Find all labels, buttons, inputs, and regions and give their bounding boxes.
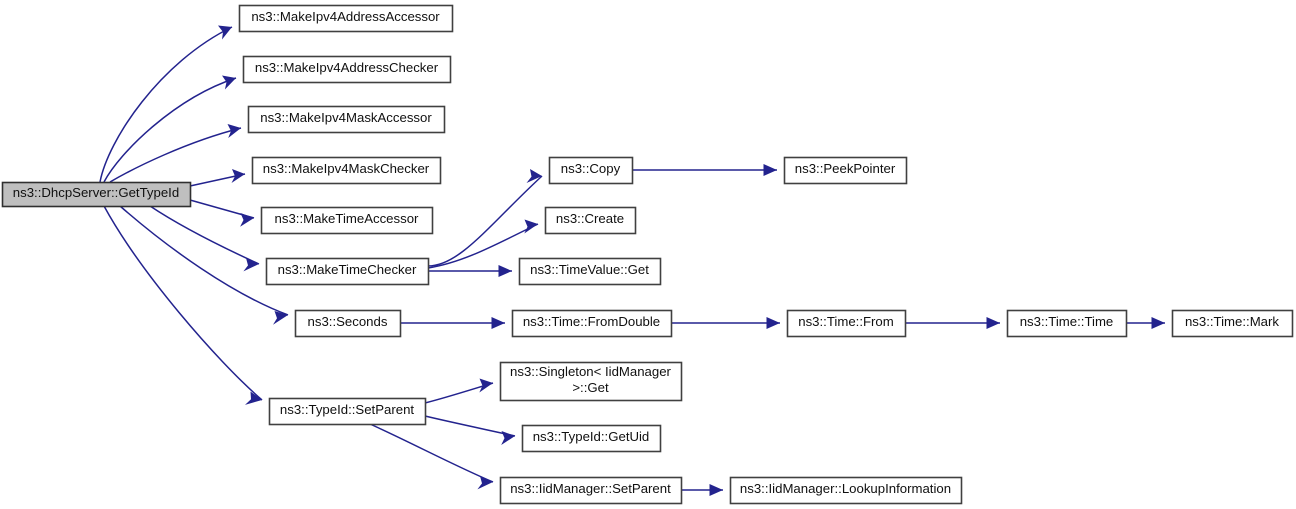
- node-create[interactable]: ns3::Create: [544, 206, 637, 235]
- node-label-iidmanager_setparent: ns3::IidManager::SetParent: [510, 481, 671, 496]
- node-singleton_iidmanager_get[interactable]: ns3::Singleton< IidManager>::Get: [499, 361, 683, 402]
- node-box-seconds[interactable]: [294, 309, 402, 338]
- node-time_mark[interactable]: ns3::Time::Mark: [1171, 309, 1294, 338]
- arrowhead-copy-to-peekpointer: [763, 164, 777, 176]
- node-label-peekpointer: ns3::PeekPointer: [795, 161, 896, 176]
- edge-root-to-mk_ipv4mask_accessor: [109, 127, 242, 183]
- node-label-typeid_setparent: ns3::TypeId::SetParent: [280, 402, 414, 417]
- node-box-root[interactable]: [1, 181, 192, 208]
- node-label-time_fromdouble: ns3::Time::FromDouble: [523, 314, 660, 329]
- node-label-seconds: ns3::Seconds: [308, 314, 388, 329]
- edge-mk_time_checker-to-create: [427, 223, 539, 269]
- node-label-copy: ns3::Copy: [561, 161, 621, 176]
- node-time_time[interactable]: ns3::Time::Time: [1006, 309, 1128, 338]
- node-label-mk_ipv4addr_checker: ns3::MakeIpv4AddressChecker: [255, 60, 439, 75]
- node-box-time_time[interactable]: [1006, 309, 1128, 338]
- arrowhead-iidmanager_setparent-to-iidmanager_lookupinformation: [709, 484, 723, 496]
- node-label-mk_ipv4mask_checker: ns3::MakeIpv4MaskChecker: [263, 161, 430, 176]
- node-label-root: ns3::DhcpServer::GetTypeId: [13, 185, 179, 200]
- node-box-create[interactable]: [544, 206, 637, 235]
- arrowhead-typeid_setparent-to-typeid_getuid: [501, 431, 515, 445]
- node-mk_time_accessor[interactable]: ns3::MakeTimeAccessor: [260, 206, 434, 235]
- node-box-iidmanager_setparent[interactable]: [499, 476, 683, 505]
- arrowhead-seconds-to-time_fromdouble: [491, 317, 505, 329]
- node-mk_ipv4mask_accessor[interactable]: ns3::MakeIpv4MaskAccessor: [247, 105, 446, 134]
- edge-typeid_setparent-to-typeid_getuid: [424, 415, 516, 437]
- node-copy[interactable]: ns3::Copy: [548, 156, 634, 185]
- arrowhead-root-to-mk_ipv4addr_checker: [222, 75, 236, 90]
- node-seconds[interactable]: ns3::Seconds: [294, 309, 402, 338]
- node-box-typeid_setparent[interactable]: [268, 397, 427, 426]
- arrowhead-root-to-mk_time_accessor: [240, 213, 254, 227]
- edge-mk_time_checker-to-copy: [427, 175, 543, 267]
- edge-root-to-mk_ipv4addr_checker: [103, 77, 237, 183]
- node-time_from[interactable]: ns3::Time::From: [786, 309, 907, 338]
- node-label-time_from: ns3::Time::From: [798, 314, 894, 329]
- node-box-timevalue_get[interactable]: [518, 257, 662, 286]
- node-box-mk_ipv4mask_checker[interactable]: [251, 156, 442, 185]
- node-box-typeid_getuid[interactable]: [521, 424, 662, 453]
- node-box-time_fromdouble[interactable]: [511, 309, 673, 338]
- node-mk_ipv4addr_accessor[interactable]: ns3::MakeIpv4AddressAccessor: [238, 4, 454, 33]
- node-label-mk_time_accessor: ns3::MakeTimeAccessor: [275, 211, 419, 226]
- node-iidmanager_setparent[interactable]: ns3::IidManager::SetParent: [499, 476, 683, 505]
- nodes-layer: ns3::DhcpServer::GetTypeId ns3::MakeIpv4A…: [1, 4, 1294, 505]
- node-typeid_setparent[interactable]: ns3::TypeId::SetParent: [268, 397, 427, 426]
- arrowhead-root-to-mk_ipv4mask_accessor: [227, 124, 241, 138]
- arrowhead-mk_time_checker-to-create: [524, 219, 538, 234]
- edge-typeid_setparent-to-iidmanager_setparent: [369, 423, 494, 483]
- node-label-singleton_iidmanager_get: ns3::Singleton< IidManager>::Get: [510, 364, 672, 395]
- node-box-mk_time_checker[interactable]: [265, 257, 430, 286]
- arrowhead-mk_time_checker-to-timevalue_get: [498, 265, 512, 277]
- node-iidmanager_lookupinformation[interactable]: ns3::IidManager::LookupInformation: [729, 476, 963, 505]
- node-label-mk_ipv4addr_accessor: ns3::MakeIpv4AddressAccessor: [251, 9, 440, 24]
- node-typeid_getuid[interactable]: ns3::TypeId::GetUid: [521, 424, 662, 453]
- node-label-typeid_getuid: ns3::TypeId::GetUid: [533, 429, 650, 444]
- node-mk_ipv4addr_checker[interactable]: ns3::MakeIpv4AddressChecker: [242, 55, 452, 84]
- node-label-timevalue_get: ns3::TimeValue::Get: [530, 262, 649, 277]
- edge-root-to-seconds: [119, 205, 289, 316]
- arrowhead-root-to-mk_ipv4mask_checker: [231, 169, 245, 183]
- node-label-mk_ipv4mask_accessor: ns3::MakeIpv4MaskAccessor: [260, 110, 432, 125]
- edge-root-to-mk_time_checker: [149, 205, 260, 265]
- node-box-peekpointer[interactable]: [783, 156, 908, 185]
- arrowhead-typeid_setparent-to-singleton_iidmanager_get: [479, 378, 493, 393]
- arrowhead-typeid_setparent-to-iidmanager_setparent: [477, 476, 493, 490]
- arrowhead-root-to-mk_ipv4addr_accessor: [218, 25, 232, 40]
- node-box-time_from[interactable]: [786, 309, 907, 338]
- node-label-time_time: ns3::Time::Time: [1020, 314, 1114, 329]
- node-box-iidmanager_lookupinformation[interactable]: [729, 476, 963, 505]
- arrowhead-root-to-typeid_setparent: [245, 391, 262, 405]
- node-box-mk_ipv4addr_checker[interactable]: [242, 55, 452, 84]
- node-mk_time_checker[interactable]: ns3::MakeTimeChecker: [265, 257, 430, 286]
- arrowhead-time_time-to-time_mark: [1151, 317, 1165, 329]
- node-box-mk_time_accessor[interactable]: [260, 206, 434, 235]
- node-mk_ipv4mask_checker[interactable]: ns3::MakeIpv4MaskChecker: [251, 156, 442, 185]
- node-box-singleton_iidmanager_get[interactable]: [499, 361, 683, 402]
- node-timevalue_get[interactable]: ns3::TimeValue::Get: [518, 257, 662, 286]
- node-box-time_mark[interactable]: [1171, 309, 1294, 338]
- node-label-time_mark: ns3::Time::Mark: [1185, 314, 1279, 329]
- edge-root-to-mk_ipv4addr_accessor: [99, 26, 233, 183]
- arrowhead-root-to-mk_time_checker: [243, 258, 259, 272]
- node-peekpointer[interactable]: ns3::PeekPointer: [783, 156, 908, 185]
- arrowhead-time_fromdouble-to-time_from: [766, 317, 780, 329]
- node-label-iidmanager_lookupinformation: ns3::IidManager::LookupInformation: [740, 481, 951, 496]
- node-root[interactable]: ns3::DhcpServer::GetTypeId: [1, 181, 192, 208]
- edges-layer: [99, 25, 1165, 496]
- arrowhead-root-to-seconds: [273, 311, 288, 325]
- node-box-mk_ipv4mask_accessor[interactable]: [247, 105, 446, 134]
- edge-root-to-typeid_setparent: [103, 205, 263, 401]
- node-box-mk_ipv4addr_accessor[interactable]: [238, 4, 454, 33]
- node-time_fromdouble[interactable]: ns3::Time::FromDouble: [511, 309, 673, 338]
- node-box-copy[interactable]: [548, 156, 634, 185]
- arrowhead-mk_time_checker-to-copy: [526, 169, 542, 183]
- arrowhead-time_from-to-time_time: [986, 317, 1000, 329]
- node-label-create: ns3::Create: [556, 211, 624, 226]
- node-label-mk_time_checker: ns3::MakeTimeChecker: [278, 262, 417, 277]
